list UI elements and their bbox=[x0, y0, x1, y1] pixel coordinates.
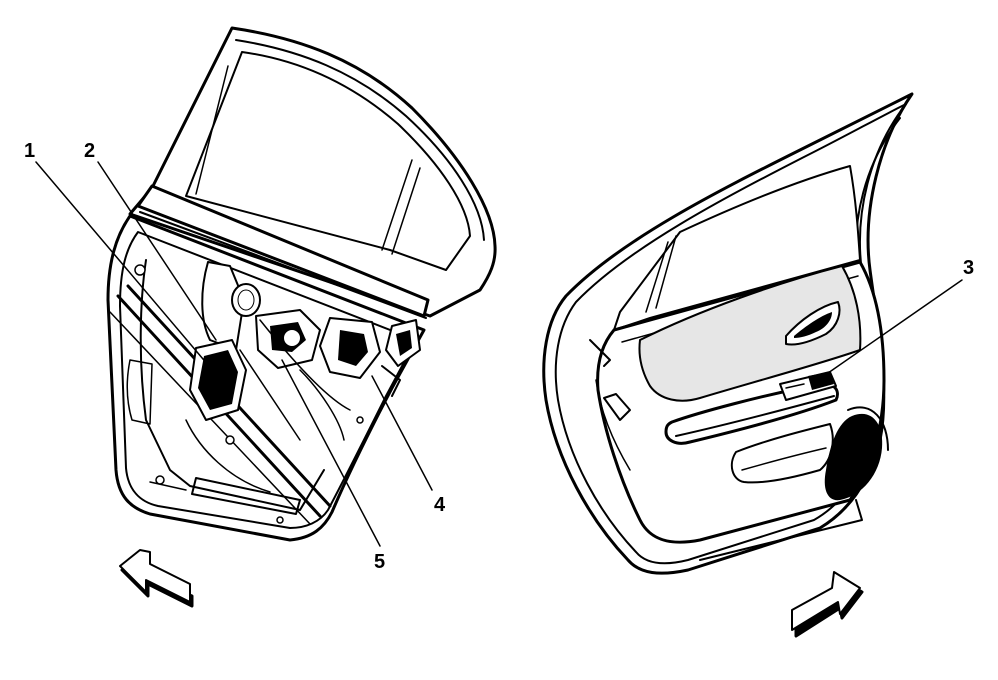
door-trim-panel bbox=[542, 92, 914, 575]
callout-label-5: 5 bbox=[374, 551, 385, 573]
leader-4 bbox=[371, 375, 433, 491]
callout-label-1: 1 bbox=[24, 140, 35, 162]
leader-5 bbox=[281, 359, 381, 547]
forward-direction-arrow-icon bbox=[791, 571, 864, 638]
leader-2 bbox=[97, 161, 217, 341]
leader-1 bbox=[35, 161, 215, 373]
callout-labels: 1 2 3 4 5 bbox=[24, 140, 974, 573]
door-inner-frame bbox=[106, 26, 497, 542]
callout-leaders bbox=[35, 161, 963, 547]
leader-3 bbox=[817, 279, 963, 381]
callout-label-3: 3 bbox=[963, 257, 974, 279]
callout-label-2: 2 bbox=[84, 140, 95, 162]
callout-label-4: 4 bbox=[434, 494, 446, 516]
forward-direction-arrow-icon bbox=[119, 549, 194, 608]
